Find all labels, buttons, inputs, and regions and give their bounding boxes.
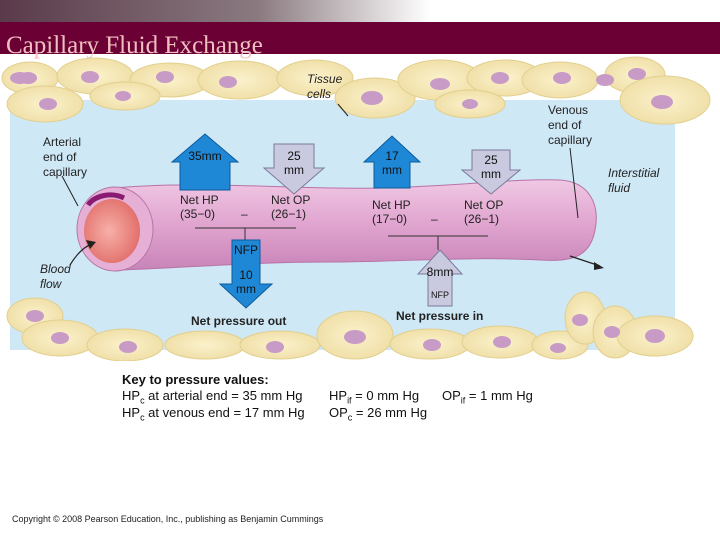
arterial-equation: Net HP (35−0) – Net OP (26−1) — [180, 193, 310, 221]
net-pressure-in-label: Net pressure in — [396, 309, 483, 323]
banner-gradient — [0, 0, 430, 22]
banner-band — [0, 22, 720, 54]
venous-hp-expr: (17−0) — [372, 212, 407, 226]
venous-label-2: end of — [548, 118, 582, 132]
arterial-op-value-2: mm — [284, 163, 304, 177]
key-row1-term: HPc at arterial end = 35 mm Hg — [122, 388, 303, 406]
copyright-text: Copyright © 2008 Pearson Education, Inc.… — [12, 514, 324, 524]
arterial-op-value-1: 25 — [287, 149, 301, 163]
arterial-hp-value: 35mm — [188, 149, 221, 163]
key-row2-opc: OPc = 26 mm Hg — [329, 405, 428, 423]
venous-op-value-1: 25 — [484, 153, 498, 167]
venous-hp-value-1: 17 — [385, 149, 399, 163]
net-pressure-out-label: Net pressure out — [191, 314, 286, 328]
arterial-op-arrow: 25 mm — [262, 143, 326, 195]
venous-equation: Net HP (17−0) – Net OP (26−1) — [372, 198, 503, 226]
nfp-in-value: 8mm — [427, 265, 454, 279]
nfp-in-arrow: 8mm NFP — [388, 235, 488, 307]
key-row1-opif: OPif = 1 mm Hg — [442, 388, 533, 406]
venous-op-expr: (26−1) — [464, 212, 499, 226]
key-row-2: HPc at venous end = 17 mm Hg OPc = 26 mm… — [122, 405, 427, 423]
key-row2-term: HPc at venous end = 17 mm Hg — [122, 405, 305, 423]
nfp-out-value: 10 — [239, 268, 253, 282]
arterial-label-1: Arterial — [43, 135, 81, 149]
venous-op-value-2: mm — [481, 167, 501, 181]
pressure-key: Key to pressure values: HPc at arterial … — [122, 372, 533, 423]
venous-minus: – — [431, 212, 438, 226]
venous-hp-arrow: 17 mm — [362, 135, 422, 189]
blood-flow-label-2: flow — [40, 277, 63, 291]
tissue-cells-top — [1, 56, 711, 125]
venous-op-label: Net OP — [464, 198, 503, 212]
nfp-out-label: NFP — [234, 243, 258, 257]
venous-op-arrow: 25 mm — [460, 149, 522, 195]
venous-hp-value-2: mm — [382, 163, 402, 177]
arterial-minus: – — [241, 207, 248, 221]
arterial-hp-arrow: 35mm — [170, 133, 240, 191]
arterial-hp-expr: (35−0) — [180, 207, 215, 221]
venous-label-1: Venous — [548, 103, 588, 117]
nfp-out-arrow: NFP 10 mm — [195, 227, 296, 309]
arterial-label-2: end of — [43, 150, 77, 164]
capillary-tube — [76, 179, 597, 272]
arterial-op-label: Net OP — [271, 193, 310, 207]
venous-hp-label: Net HP — [372, 198, 411, 212]
nfp-in-label: NFP — [431, 290, 449, 300]
capillary-diagram: 35mm 25 mm 17 mm 25 mm Net HP (35−0) – N… — [1, 56, 711, 361]
nfp-out-unit: mm — [236, 282, 256, 296]
arterial-hp-label: Net HP — [180, 193, 219, 207]
venous-label-3: capillary — [548, 133, 592, 147]
key-row1-hpif: HPif = 0 mm Hg — [329, 388, 420, 406]
interstitial-label-1: Interstitial — [608, 166, 660, 180]
tissue-cells-label-1: Tissue — [307, 72, 343, 86]
blood-flow-label-1: Blood — [40, 262, 71, 276]
arterial-op-expr: (26−1) — [271, 207, 306, 221]
key-row-1: HPc at arterial end = 35 mm Hg HPif = 0 … — [122, 388, 533, 406]
key-heading: Key to pressure values: — [122, 372, 269, 387]
title-banner: Capillary Fluid Exchange — [0, 0, 720, 59]
tissue-cells-label-2: cells — [307, 87, 331, 101]
arterial-label-3: capillary — [43, 165, 87, 179]
tissue-cells-bottom — [6, 291, 694, 361]
pointer-lines — [61, 103, 604, 270]
page-title: Capillary Fluid Exchange — [6, 32, 263, 59]
interstitial-label-2: fluid — [608, 181, 630, 195]
